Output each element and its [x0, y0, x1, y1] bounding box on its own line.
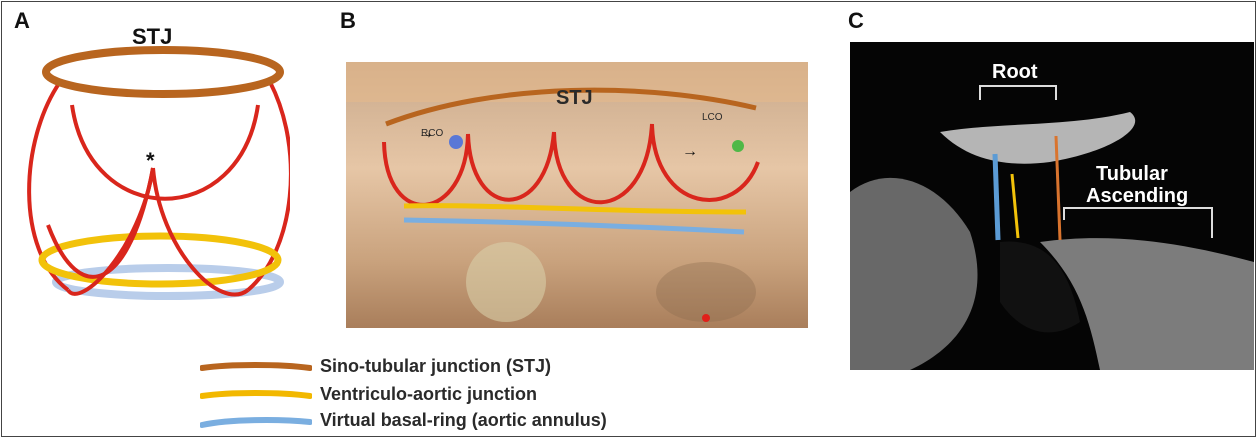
- panel-b-letter: B: [340, 8, 356, 34]
- lco-label: LCO: [702, 112, 723, 123]
- legend-label-stj: Sino-tubular junction (STJ): [320, 356, 551, 377]
- stj-label-a: STJ: [132, 24, 172, 49]
- annulus-swatch: [200, 416, 312, 428]
- panel-c-letter: C: [848, 8, 864, 34]
- legend-label-vaj: Ventriculo-aortic junction: [320, 384, 537, 405]
- legend-item-annulus: Virtual basal-ring (aortic annulus): [200, 410, 900, 436]
- stj-label-b: STJ: [556, 87, 593, 109]
- tubular-label-line2: Ascending: [1086, 185, 1188, 207]
- vaj-swatch: [200, 390, 312, 402]
- vaj-ring: [42, 236, 278, 284]
- commissure-star: *: [146, 148, 155, 173]
- aortic-root-schematic: STJ *: [20, 20, 290, 320]
- panel-a-diagram: STJ *: [20, 20, 290, 320]
- red-marker: [702, 314, 710, 322]
- tubular-label-line1: Tubular: [1096, 163, 1168, 185]
- panel-c-echo: Root Tubular Ascending: [850, 42, 1254, 370]
- rco-arrow: →: [418, 125, 434, 142]
- aortic-specimen-image: RCO LCO STJ → →: [346, 62, 808, 328]
- lco-arrow: →: [682, 143, 698, 160]
- panel-b-photo: RCO LCO STJ → →: [346, 62, 808, 328]
- legend-label-annulus: Virtual basal-ring (aortic annulus): [320, 410, 607, 431]
- stj-swatch: [200, 362, 312, 374]
- left-wall: [29, 82, 68, 290]
- annulus-measure: [995, 154, 998, 240]
- legend-item-vaj: Ventriculo-aortic junction: [200, 384, 900, 410]
- right-coronary-ostium: [449, 135, 463, 149]
- root-label: Root: [992, 61, 1038, 83]
- echocardiogram-image: Root Tubular Ascending: [850, 42, 1254, 370]
- back-sinus-arc: [72, 105, 258, 199]
- legend-item-stj: Sino-tubular junction (STJ): [200, 356, 900, 382]
- right-wall: [248, 82, 290, 290]
- left-coronary-ostium: [732, 140, 744, 152]
- left-leaflet-arc: [48, 168, 153, 277]
- stj-ring: [46, 50, 280, 94]
